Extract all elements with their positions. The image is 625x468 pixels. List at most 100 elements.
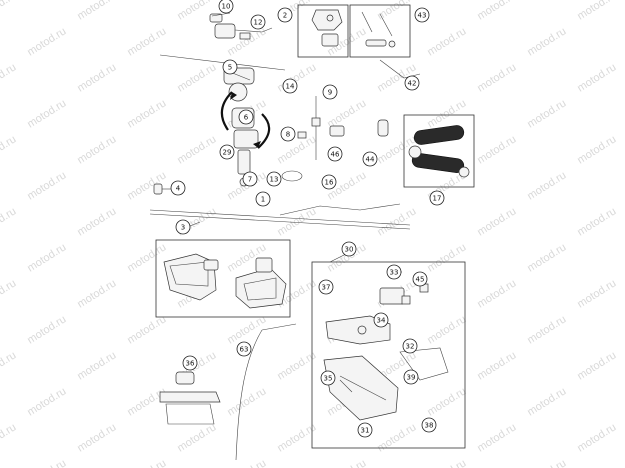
watermark-text: motod.ru [325, 97, 368, 130]
watermark-text: motod.ru [225, 313, 268, 346]
callout-circle [429, 190, 445, 206]
watermark-text: motod.ru [125, 97, 168, 130]
callout-label: 3 [181, 224, 185, 232]
callout-label: 44 [366, 156, 375, 164]
watermark-text: motod.ru [275, 133, 318, 166]
watermark-text: motod.ru [175, 421, 218, 454]
watermark-text: motod.ru [425, 313, 468, 346]
callout-circle [318, 279, 334, 295]
watermark-text: motod.ru [575, 205, 618, 238]
watermark-text: motod.ru [475, 421, 518, 454]
watermark-text: motod.ru [475, 0, 518, 23]
callout-circle [182, 355, 198, 371]
callout-circle [403, 369, 419, 385]
callout-circle [321, 174, 337, 190]
part-36-reservoir [159, 371, 221, 425]
watermark-text: motod.ru [525, 25, 568, 58]
callout-circle [280, 126, 296, 142]
callout-label: 46 [331, 151, 340, 159]
callout-label: 31 [361, 427, 370, 435]
callout-label: 16 [325, 179, 334, 187]
watermark-text: motod.ru [425, 241, 468, 274]
watermark-text: motod.ru [525, 457, 568, 468]
watermark-text: motod.ru [225, 385, 268, 418]
watermark-text: motod.ru [25, 385, 68, 418]
callout-label: 7 [248, 176, 252, 184]
callout-circle [341, 241, 357, 257]
callout-label: 4 [176, 185, 181, 193]
part-top-switch [209, 13, 273, 40]
watermark-text: motod.ru [75, 205, 118, 238]
watermark-text: motod.ru [125, 241, 168, 274]
callout-circle [282, 78, 298, 94]
watermark-text: motod.ru [575, 421, 618, 454]
watermark-text: motod.ru [0, 133, 18, 166]
watermark-text: motod.ru [75, 277, 118, 310]
callout-label: 37 [322, 284, 331, 292]
callout-circle [242, 171, 258, 187]
callout-label: 34 [377, 317, 386, 325]
watermark-text: motod.ru [425, 385, 468, 418]
watermark-text: motod.ru [25, 25, 68, 58]
callout-circle [238, 109, 254, 125]
callout-circle [402, 338, 418, 354]
watermark-text: motod.ru [575, 349, 618, 382]
callout-label: 39 [407, 374, 416, 382]
watermark-text: motod.ru [575, 0, 618, 23]
callout-circle [175, 219, 191, 235]
callout-label: 38 [425, 422, 434, 430]
watermark-text: motod.ru [175, 61, 218, 94]
watermark-text: motod.ru [375, 205, 418, 238]
watermark-text: motod.ru [125, 457, 168, 468]
watermark-text: motod.ru [525, 313, 568, 346]
watermark-text: motod.ru [0, 0, 18, 23]
watermark-text: motod.ru [375, 421, 418, 454]
callout-label: 9 [328, 89, 332, 97]
watermark-text: motod.ru [75, 349, 118, 382]
callout-label: 33 [390, 269, 399, 277]
watermark-text: motod.ru [75, 421, 118, 454]
callout-circle [250, 14, 266, 30]
watermark-text: motod.ru [0, 349, 18, 382]
watermark-text: motod.ru [275, 205, 318, 238]
callout-circle [277, 7, 293, 23]
watermark-text: motod.ru [25, 241, 68, 274]
callout-circle [373, 312, 389, 328]
callout-circle [362, 151, 378, 167]
part-13-oring [281, 170, 303, 182]
part-17-grips [408, 125, 470, 178]
watermark-text: motod.ru [225, 457, 268, 468]
watermark-text: motod.ru [75, 0, 118, 23]
callout-label: 30 [345, 246, 354, 254]
callout-label: 8 [286, 131, 290, 139]
callout-circle [404, 75, 420, 91]
watermark-text: motod.ru [25, 169, 68, 202]
box-part-17 [403, 114, 475, 188]
callout-circle [170, 180, 186, 196]
callout-circle [320, 370, 336, 386]
watermark-text: motod.ru [425, 97, 468, 130]
part-44-42-clamp [377, 59, 421, 137]
callout-circle [222, 59, 238, 75]
part-43-small-parts [361, 11, 396, 48]
watermark-text: motod.ru [425, 457, 468, 468]
watermark-text: motod.ru [25, 97, 68, 130]
watermark-text: motod.ru [575, 61, 618, 94]
part-handlebar [149, 203, 411, 230]
callout-label: 35 [324, 375, 333, 383]
part-30-master-cylinder [323, 283, 449, 421]
watermark-text: motod.ru [175, 133, 218, 166]
watermark-text: motod.ru [75, 61, 118, 94]
watermark-text: motod.ru [525, 169, 568, 202]
callout-circle [414, 7, 430, 23]
part-3-handguards [163, 253, 287, 309]
watermark-text: motod.ru [0, 277, 18, 310]
part-left-cluster [159, 54, 286, 187]
callout-circle [322, 84, 338, 100]
watermark-text: motod.ru [0, 61, 18, 94]
watermark-text: motod.ru [0, 421, 18, 454]
